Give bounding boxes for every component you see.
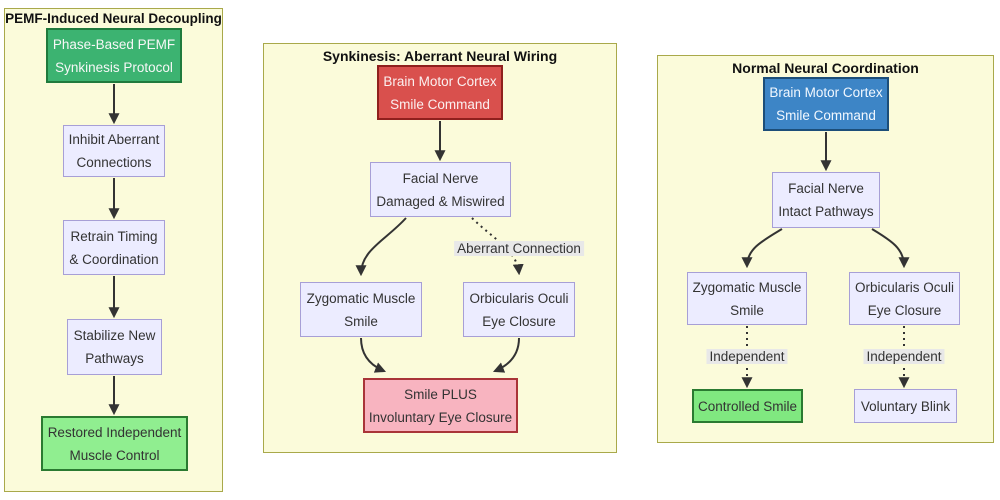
node-text-line: Eye Closure xyxy=(867,302,942,318)
node-text-line: Facial Nerve xyxy=(402,170,479,186)
node-text-line: Restored Independent xyxy=(47,424,182,440)
node-orbicularis-right: Orbicularis Oculi Eye Closure xyxy=(849,272,960,325)
panel-title-normal: Normal Neural Coordination xyxy=(732,60,919,76)
node-cortex-synkinesis: Brain Motor Cortex Smile Command xyxy=(377,65,503,120)
node-voluntary-blink: Voluntary Blink xyxy=(854,389,957,423)
node-text-line: Smile Command xyxy=(776,108,876,123)
node-text-line: Voluntary Blink xyxy=(860,398,951,414)
node-orbicularis-mid: Orbicularis Oculi Eye Closure xyxy=(463,282,575,337)
node-retrain-timing: Retrain Timing & Coordination xyxy=(63,220,165,275)
node-text-line: Damaged & Miswired xyxy=(376,193,505,209)
node-text-line: Muscle Control xyxy=(69,447,160,463)
node-text-line: Smile PLUS xyxy=(404,386,477,402)
node-text-line: Brain Motor Cortex xyxy=(383,73,497,89)
node-nerve-intact: Facial Nerve Intact Pathways xyxy=(772,172,880,228)
node-text-line: Intact Pathways xyxy=(778,204,874,219)
edge-label-aberrant-connection: Aberrant Connection xyxy=(454,241,584,256)
node-text-line: & Coordination xyxy=(69,251,159,267)
node-zygomatic-right: Zygomatic Muscle Smile xyxy=(687,272,807,325)
node-text-line: Stabilize New xyxy=(73,328,156,343)
node-text-line: Orbicularis Oculi xyxy=(854,279,955,295)
node-text-line: Retrain Timing xyxy=(70,228,158,244)
node-text-line: Synkinesis Protocol xyxy=(55,59,173,75)
node-text-line: Facial Nerve xyxy=(788,181,864,196)
node-text-line: Eye Closure xyxy=(482,313,556,329)
node-nerve-damaged: Facial Nerve Damaged & Miswired xyxy=(370,162,511,217)
node-text-line: Pathways xyxy=(85,351,144,366)
node-restored-control: Restored Independent Muscle Control xyxy=(41,416,188,471)
node-text-line: Zygomatic Muscle xyxy=(692,279,802,295)
node-text-line: Involuntary Eye Closure xyxy=(368,409,513,425)
node-stabilize-pathways: Stabilize New Pathways xyxy=(67,319,162,375)
node-pemf-protocol: Phase-Based PEMF Synkinesis Protocol xyxy=(46,28,182,83)
node-text-line: Phase-Based PEMF xyxy=(52,36,176,52)
panel-title-synkinesis: Synkinesis: Aberrant Neural Wiring xyxy=(322,48,558,64)
node-text-line: Connections xyxy=(76,155,152,170)
node-controlled-smile: Controlled Smile xyxy=(692,389,803,423)
edge-label-independent-right: Independent xyxy=(863,349,945,364)
node-text-line: Smile xyxy=(730,302,764,318)
node-zygomatic-mid: Zygomatic Muscle Smile xyxy=(300,282,422,337)
node-cortex-normal: Brain Motor Cortex Smile Command xyxy=(763,77,889,131)
node-text-line: Smile Command xyxy=(390,96,490,112)
node-text-line: Inhibit Aberrant xyxy=(68,132,160,147)
node-text-line: Orbicularis Oculi xyxy=(469,290,569,306)
node-inhibit-aberrant: Inhibit Aberrant Connections xyxy=(63,125,165,177)
node-text-line: Controlled Smile xyxy=(697,398,798,414)
panel-title-pemf: PEMF-Induced Neural Decoupling xyxy=(5,11,222,26)
node-text-line: Brain Motor Cortex xyxy=(769,85,883,100)
edge-label-independent-left: Independent xyxy=(706,349,788,364)
node-text-line: Zygomatic Muscle xyxy=(306,290,416,306)
node-smile-plus-closure: Smile PLUS Involuntary Eye Closure xyxy=(363,378,518,433)
node-text-line: Smile xyxy=(344,313,378,329)
